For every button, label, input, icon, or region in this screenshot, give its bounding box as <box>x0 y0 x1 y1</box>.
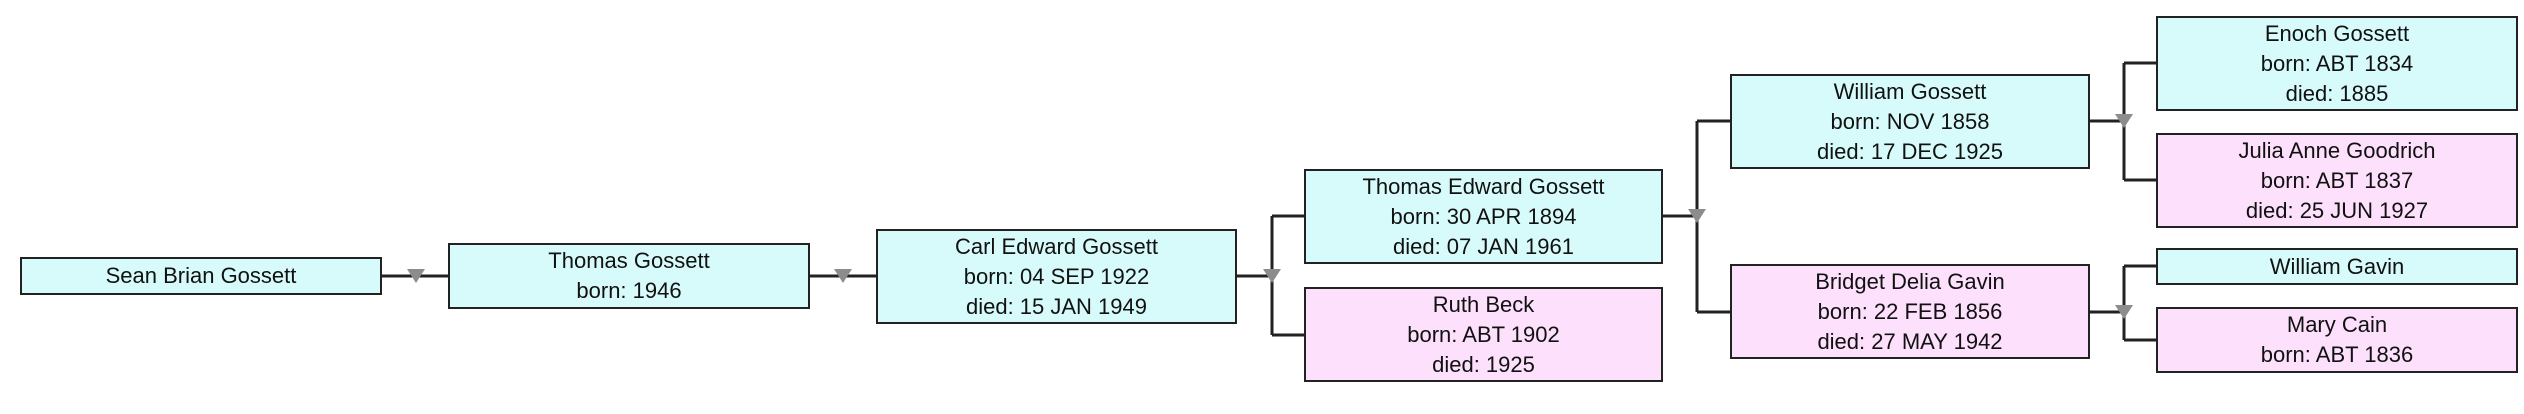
person-box-enoch-gossett[interactable]: Enoch Gossett born: ABT 1834 died: 1885 <box>2156 16 2518 111</box>
person-born: born: ABT 1836 <box>2260 342 2414 367</box>
person-born: born: 30 APR 1894 <box>1390 203 1577 229</box>
person-died: died: 25 JUN 1927 <box>2245 197 2429 223</box>
person-name: Sean Brian Gossett <box>105 263 297 288</box>
arrow-marker-icon <box>407 269 425 283</box>
arrow-marker-icon <box>2115 305 2133 319</box>
person-name: Thomas Edward Gossett <box>1362 173 1605 199</box>
person-box-ruth-beck[interactable]: Ruth Beck born: ABT 1902 died: 1925 <box>1304 287 1663 382</box>
person-died: died: 07 JAN 1961 <box>1392 233 1575 259</box>
person-box-mary-cain[interactable]: Mary Cain born: ABT 1836 <box>2156 307 2518 373</box>
person-born: born: 1946 <box>576 278 682 303</box>
person-name: Carl Edward Gossett <box>955 233 1158 259</box>
person-name: Ruth Beck <box>1432 291 1535 317</box>
person-name: Enoch Gossett <box>2264 20 2410 46</box>
arrow-marker-icon <box>1263 269 1281 283</box>
person-born: born: ABT 1902 <box>1407 321 1560 347</box>
person-died: died: 17 DEC 1925 <box>1817 138 2003 164</box>
person-box-carl-edward-gossett[interactable]: Carl Edward Gossett born: 04 SEP 1922 di… <box>876 229 1237 324</box>
person-box-thomas-edward-gossett[interactable]: Thomas Edward Gossett born: 30 APR 1894 … <box>1304 169 1663 264</box>
person-box-bridget-delia-gavin[interactable]: Bridget Delia Gavin born: 22 FEB 1856 di… <box>1730 264 2090 359</box>
person-box-sean-brian-gossett[interactable]: Sean Brian Gossett <box>20 257 382 295</box>
person-box-william-gossett[interactable]: William Gossett born: NOV 1858 died: 17 … <box>1730 74 2090 169</box>
person-name: Mary Cain <box>2286 312 2388 337</box>
person-name: William Gavin <box>2269 253 2405 279</box>
person-died: died: 1925 <box>1432 351 1535 377</box>
arrow-marker-icon <box>2115 114 2133 128</box>
person-born: born: 22 FEB 1856 <box>1817 298 2003 324</box>
person-name: Thomas Gossett <box>548 248 710 273</box>
person-name: Bridget Delia Gavin <box>1815 268 2005 294</box>
person-died: died: 27 MAY 1942 <box>1817 328 2003 354</box>
person-name: William Gossett <box>1833 78 1987 104</box>
arrow-marker-icon <box>1688 209 1706 223</box>
person-box-julia-anne-goodrich[interactable]: Julia Anne Goodrich born: ABT 1837 died:… <box>2156 133 2518 228</box>
person-born: born: NOV 1858 <box>1830 108 1990 134</box>
person-died: died: 15 JAN 1949 <box>965 293 1148 319</box>
person-name: Julia Anne Goodrich <box>2238 137 2436 163</box>
person-born: born: ABT 1837 <box>2260 167 2414 193</box>
arrow-marker-icon <box>834 269 852 283</box>
person-died: died: 1885 <box>2285 80 2389 106</box>
person-box-william-gavin[interactable]: William Gavin <box>2156 248 2518 285</box>
person-box-thomas-gossett[interactable]: Thomas Gossett born: 1946 <box>448 243 810 309</box>
person-born: born: ABT 1834 <box>2260 50 2414 76</box>
person-born: born: 04 SEP 1922 <box>963 263 1150 289</box>
